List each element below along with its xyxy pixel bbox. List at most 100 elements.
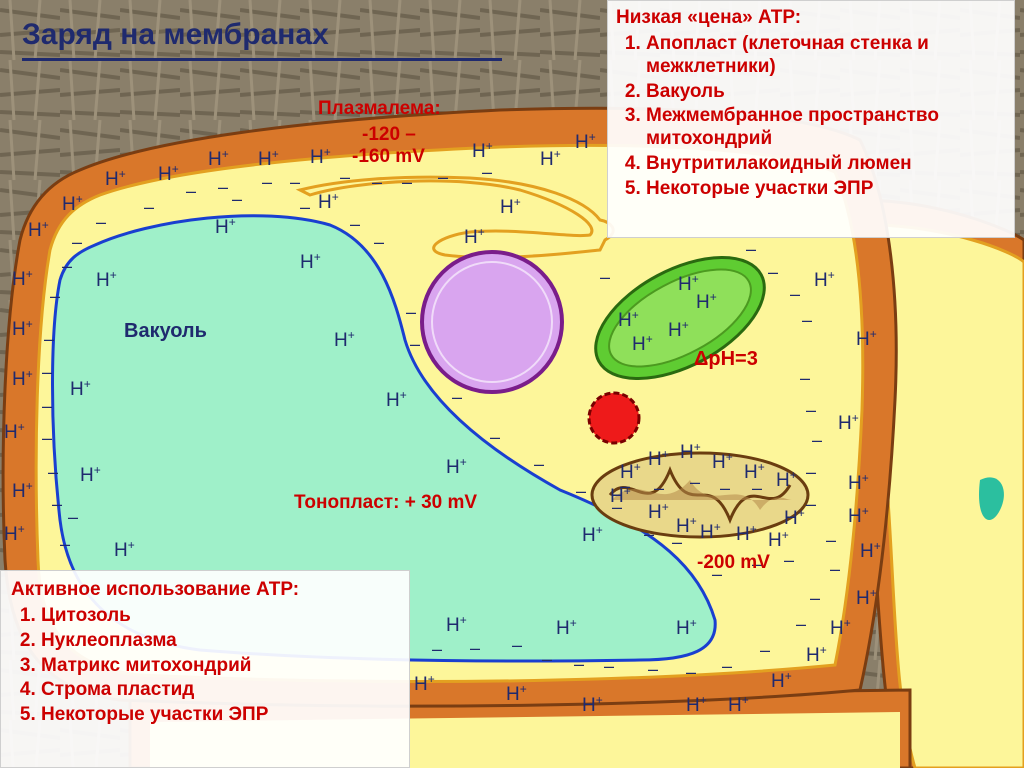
minus-marker: – bbox=[830, 559, 840, 579]
low-cost-item: Некоторые участки ЭПР bbox=[646, 178, 1006, 201]
minus-marker: – bbox=[42, 428, 52, 448]
nucleus bbox=[420, 250, 564, 394]
low-cost-item: Апопласт (клеточная стенка и межклетники… bbox=[646, 33, 1006, 79]
charge-markers: H+H+H+H+H+H+H+H+H+H+H+H+H+H+H+H+H+H+H+H+… bbox=[4, 130, 881, 716]
active-use-item: Строма пластид bbox=[41, 679, 399, 702]
minus-marker: – bbox=[826, 530, 836, 550]
active-use-item: Некоторые участки ЭПР bbox=[41, 704, 399, 727]
minus-marker: – bbox=[50, 286, 60, 306]
minus-marker: – bbox=[760, 640, 770, 660]
minus-marker: – bbox=[672, 532, 682, 552]
minus-marker: – bbox=[576, 481, 586, 501]
minus-marker: – bbox=[470, 638, 480, 658]
minus-marker: – bbox=[144, 197, 154, 217]
minus-marker: – bbox=[620, 476, 630, 496]
red-organelle bbox=[587, 391, 641, 445]
minus-marker: – bbox=[42, 362, 52, 382]
plasmalemma-value-1: -120 – bbox=[362, 124, 416, 145]
plasmalemma-title: Плазмалема: bbox=[318, 98, 441, 119]
minus-marker: – bbox=[806, 400, 816, 420]
minus-marker: – bbox=[402, 172, 412, 192]
minus-marker: – bbox=[374, 232, 384, 252]
active-atp-panel: Активное использование АТР: Цитозоль Нук… bbox=[0, 570, 410, 768]
minus-marker: – bbox=[654, 478, 664, 498]
minus-marker: – bbox=[690, 472, 700, 492]
minus-marker: – bbox=[186, 181, 196, 201]
minus-marker: – bbox=[796, 614, 806, 634]
tonoplast-label: Тонопласт: + 30 mV bbox=[294, 492, 478, 513]
minus-marker: – bbox=[452, 387, 462, 407]
minus-marker: – bbox=[712, 564, 722, 584]
minus-marker: – bbox=[44, 329, 54, 349]
low-cost-item: Вакуоль bbox=[646, 81, 1006, 104]
minus-marker: – bbox=[604, 656, 614, 676]
active-use-heading: Активное использование АТР: bbox=[11, 579, 300, 600]
low-cost-item: Межмембранное пространство митохондрий bbox=[646, 105, 1006, 151]
low-cost-atp-panel: Низкая «цена» АТР: Апопласт (клеточная с… bbox=[607, 0, 1015, 238]
title-underline bbox=[22, 58, 502, 61]
minus-marker: – bbox=[340, 167, 350, 187]
minus-marker: – bbox=[806, 494, 816, 514]
minus-marker: – bbox=[232, 189, 242, 209]
minus-marker: – bbox=[720, 478, 730, 498]
endoplasmic-reticulum bbox=[295, 175, 615, 259]
minus-marker: – bbox=[432, 639, 442, 659]
minus-marker: – bbox=[300, 197, 310, 217]
minus-marker: – bbox=[350, 214, 360, 234]
minus-marker: – bbox=[372, 172, 382, 192]
vacuole bbox=[51, 214, 717, 663]
minus-marker: – bbox=[96, 212, 106, 232]
minus-marker: – bbox=[262, 172, 272, 192]
minus-marker: – bbox=[574, 654, 584, 674]
minus-marker: – bbox=[482, 162, 492, 182]
minus-marker: – bbox=[746, 239, 756, 259]
active-use-item: Матрикс митохондрий bbox=[41, 655, 399, 678]
minus-marker: – bbox=[722, 656, 732, 676]
active-use-item: Нуклеоплазма bbox=[41, 630, 399, 653]
minus-marker: – bbox=[800, 368, 810, 388]
mitochondrion bbox=[590, 451, 810, 539]
minus-marker: – bbox=[768, 262, 778, 282]
minus-marker: – bbox=[406, 302, 416, 322]
minus-marker: – bbox=[290, 172, 300, 192]
minus-marker: – bbox=[612, 497, 622, 517]
minus-marker: – bbox=[810, 588, 820, 608]
minus-marker: – bbox=[410, 334, 420, 354]
minus-marker: – bbox=[62, 256, 72, 276]
minus-marker: – bbox=[512, 635, 522, 655]
minus-marker: – bbox=[48, 462, 58, 482]
minus-marker: – bbox=[218, 177, 228, 197]
minus-marker: – bbox=[72, 232, 82, 252]
active-use-item: Цитозоль bbox=[41, 605, 399, 628]
minus-marker: – bbox=[752, 478, 762, 498]
neighbour-cell bbox=[854, 198, 1024, 770]
mitochondria-potential-label: -200 mV bbox=[697, 552, 770, 573]
low-cost-heading: Низкая «цена» АТР: bbox=[616, 7, 802, 28]
minus-marker: – bbox=[812, 430, 822, 450]
low-cost-item: Внутритилакоидный люмен bbox=[646, 153, 1006, 176]
minus-marker: – bbox=[490, 427, 500, 447]
minus-marker: – bbox=[644, 524, 654, 544]
plasmalemma-label: Плазмалема: bbox=[318, 98, 478, 120]
chloroplast bbox=[594, 255, 766, 381]
minus-marker: – bbox=[52, 494, 62, 514]
minus-marker: – bbox=[42, 396, 52, 416]
minus-marker: – bbox=[784, 550, 794, 570]
minus-marker: – bbox=[806, 462, 816, 482]
minus-marker: – bbox=[790, 284, 800, 304]
minus-marker: – bbox=[648, 659, 658, 679]
minus-marker: – bbox=[438, 167, 448, 187]
page-title: Заряд на мембранах bbox=[22, 18, 329, 51]
minus-marker: – bbox=[534, 454, 544, 474]
minus-marker: – bbox=[60, 534, 70, 554]
plasmalemma-value-2: -160 mV bbox=[352, 146, 425, 167]
vacuole-label: Вакуоль bbox=[124, 320, 207, 342]
minus-marker: – bbox=[752, 554, 762, 574]
minus-marker: – bbox=[68, 507, 78, 527]
delta-ph-label: ΔpH=3 bbox=[694, 348, 758, 370]
minus-marker: – bbox=[802, 310, 812, 330]
minus-marker: – bbox=[600, 267, 610, 287]
minus-marker: – bbox=[542, 649, 552, 669]
minus-marker: – bbox=[686, 662, 696, 682]
